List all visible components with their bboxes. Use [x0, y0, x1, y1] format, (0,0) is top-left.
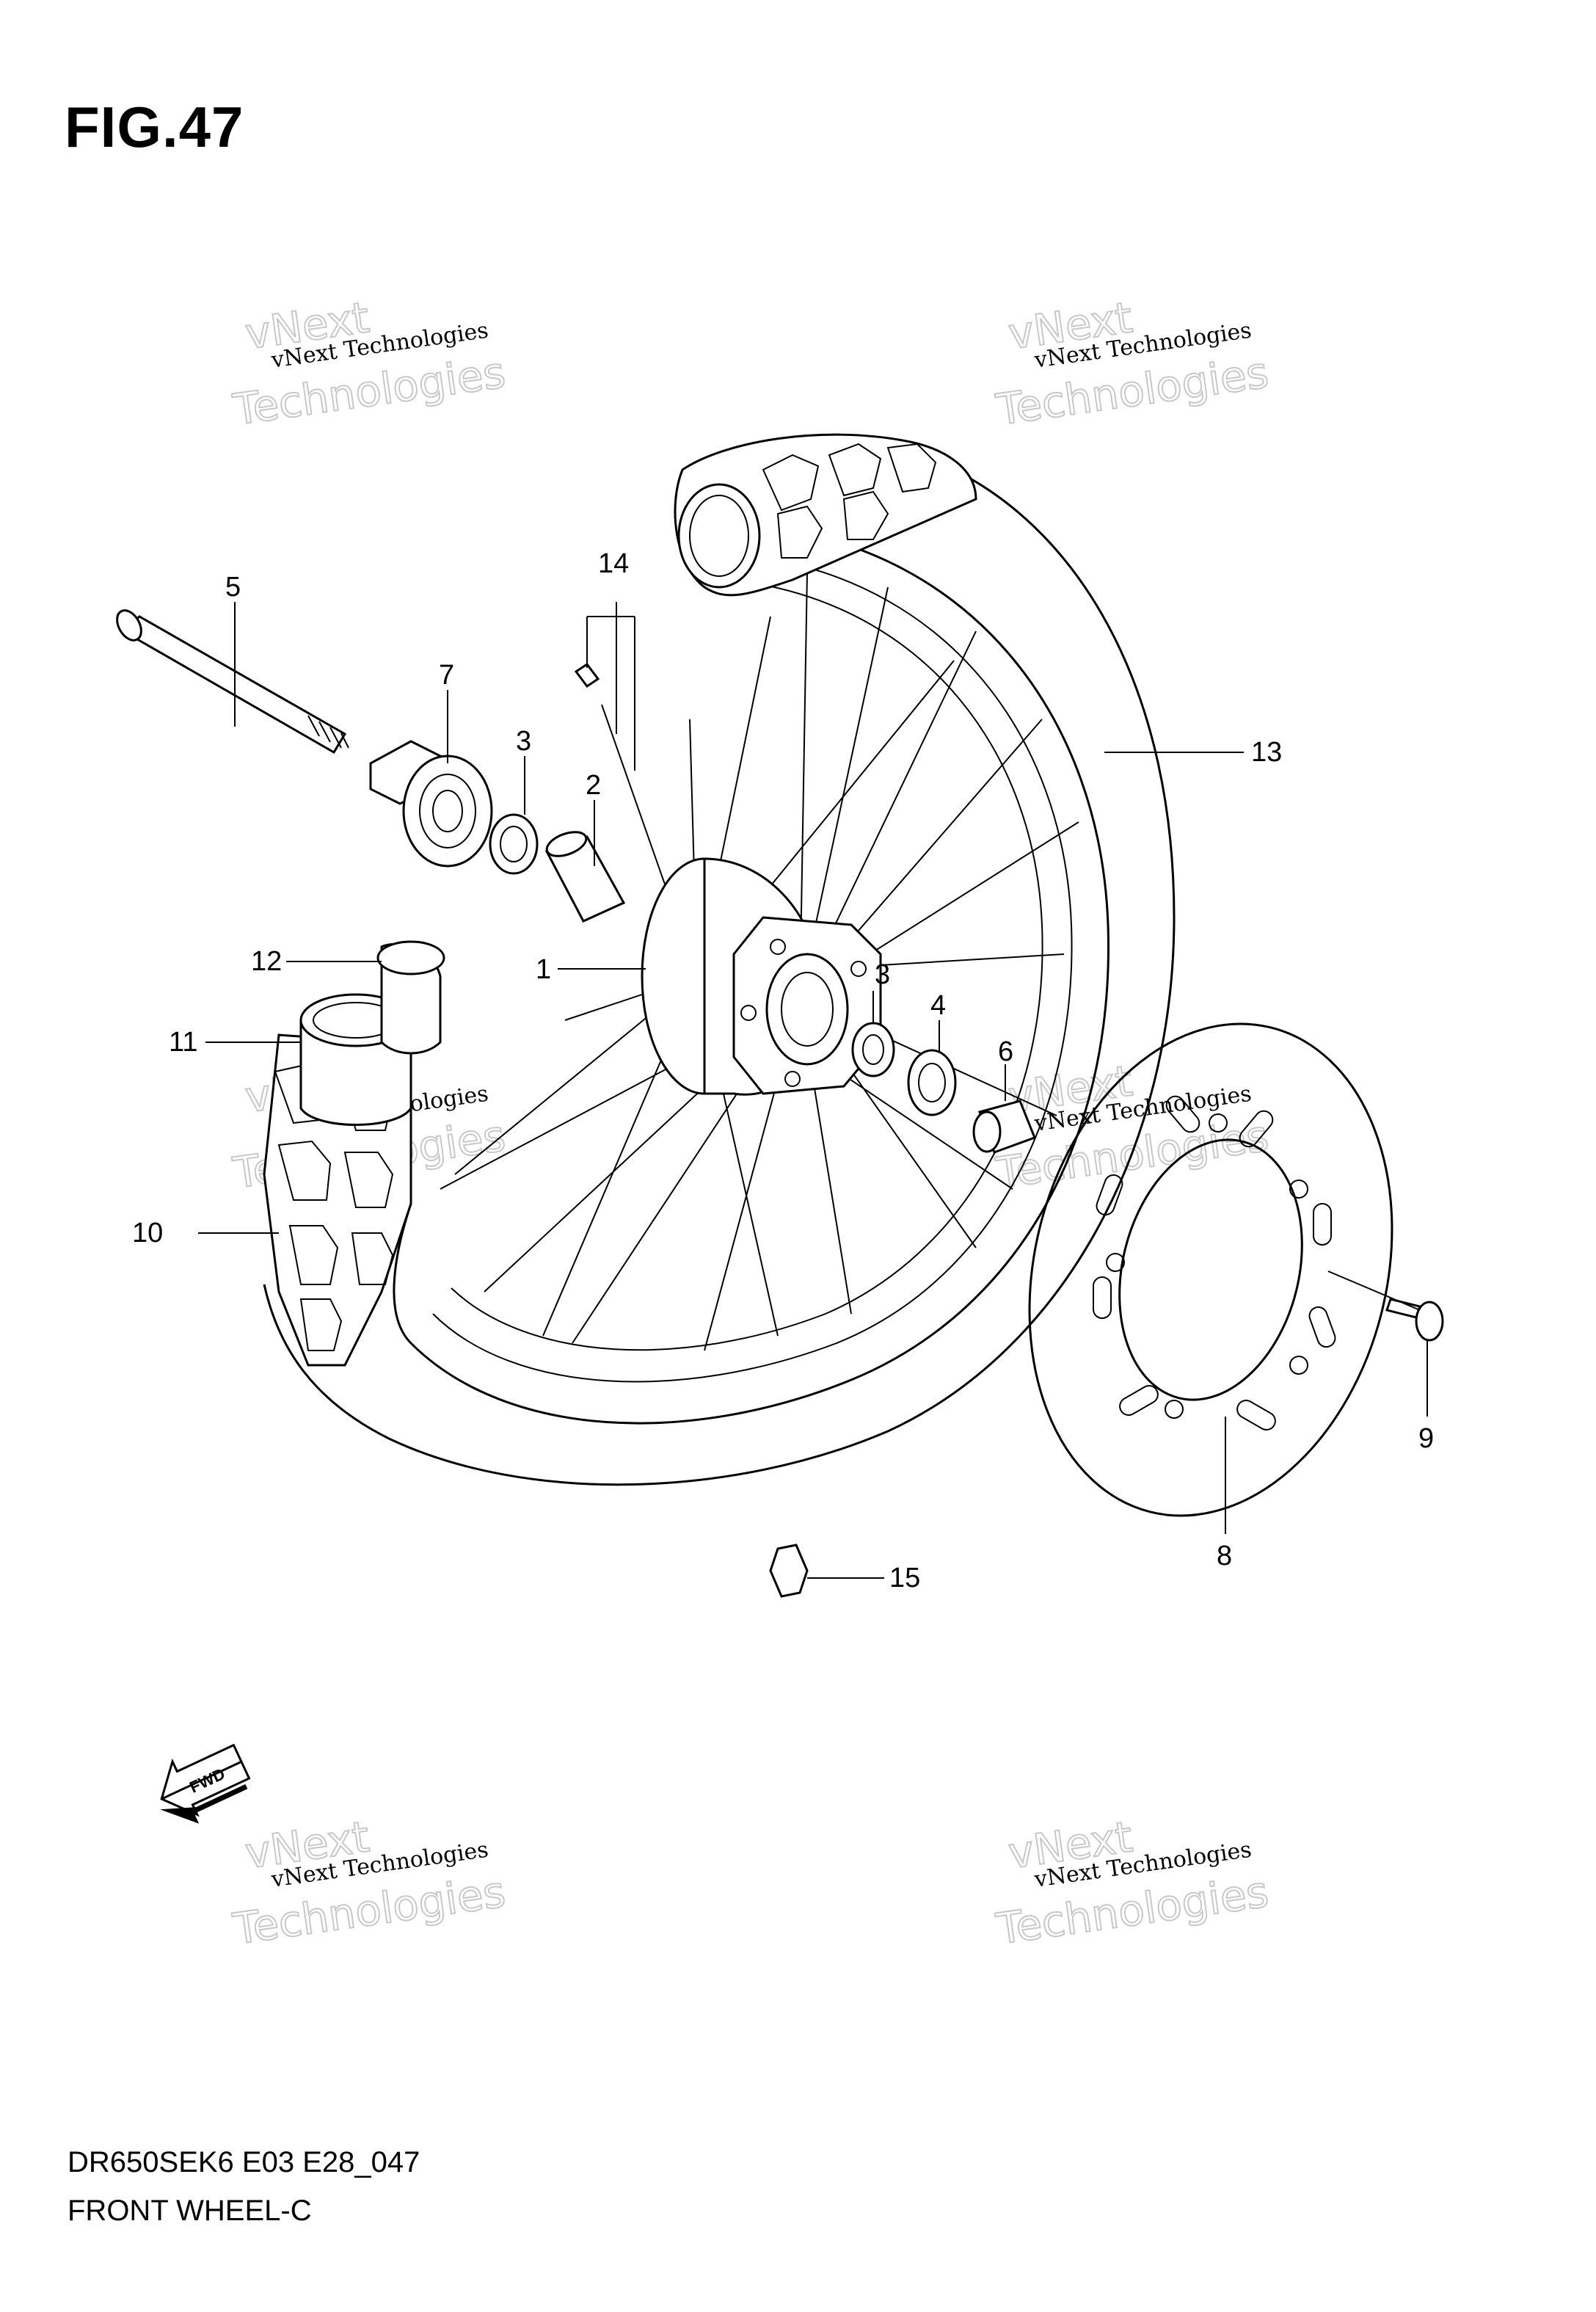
- tire-tread-top: [674, 433, 977, 597]
- callout-labels: 1 2 3 3 4 5 6 7 8 9 10 11 12 13 14 15: [132, 548, 1434, 1593]
- figure-title: FIG.47: [65, 95, 244, 159]
- model-code: DR650SEK6 E03 E28_047: [68, 2146, 420, 2178]
- callout-14: 14: [598, 548, 629, 579]
- callout-4: 4: [930, 990, 946, 1021]
- section-name: FRONT WHEEL-C: [68, 2195, 312, 2227]
- dust-seal-part-4: [907, 1049, 957, 1116]
- callout-5: 5: [225, 572, 241, 603]
- gearbox-part-7: [369, 740, 493, 868]
- callout-8: 8: [1217, 1541, 1232, 1571]
- callout-6: 6: [998, 1036, 1013, 1067]
- callout-2: 2: [586, 770, 601, 801]
- watermark-bottom-left: vNext vNext Technologies Technologies: [229, 1811, 509, 1955]
- callout-1: 1: [536, 954, 551, 985]
- balancer-part-15: [769, 1544, 809, 1598]
- callout-12: 12: [251, 946, 282, 977]
- callout-10: 10: [132, 1218, 163, 1248]
- bearing-part-3-right: [851, 1022, 895, 1077]
- disc-bolt-part-9: [1385, 1298, 1444, 1342]
- watermark-bottom-right: vNext vNext Technologies Technologies: [992, 1811, 1272, 1955]
- bearing-part-3-left: [489, 813, 539, 875]
- axle-part-5: [116, 609, 349, 755]
- leader-lines: [198, 602, 1428, 1579]
- watermark-top-right: vNext vNext Technologies Technologies: [992, 291, 1272, 435]
- forward-arrow-icon: FWD: [160, 1743, 251, 1824]
- callout-3-left: 3: [516, 726, 531, 757]
- brake-disc-part-8: [1028, 1022, 1393, 1517]
- callout-7: 7: [439, 660, 454, 691]
- hub-part-1: [641, 857, 882, 1096]
- spacer-part-2: [544, 831, 626, 923]
- callout-13: 13: [1251, 737, 1282, 768]
- rim-band-part-12: [376, 940, 445, 1055]
- callout-15: 15: [889, 1563, 920, 1593]
- spoke-nipple-part-14: [574, 662, 600, 688]
- callout-11: 11: [169, 1027, 197, 1058]
- spacer-part-6: [972, 1099, 1036, 1154]
- watermark-top-left: vNext vNext Technologies Technologies: [229, 291, 509, 435]
- callout-9: 9: [1418, 1423, 1434, 1454]
- callout-3-right: 3: [875, 959, 890, 990]
